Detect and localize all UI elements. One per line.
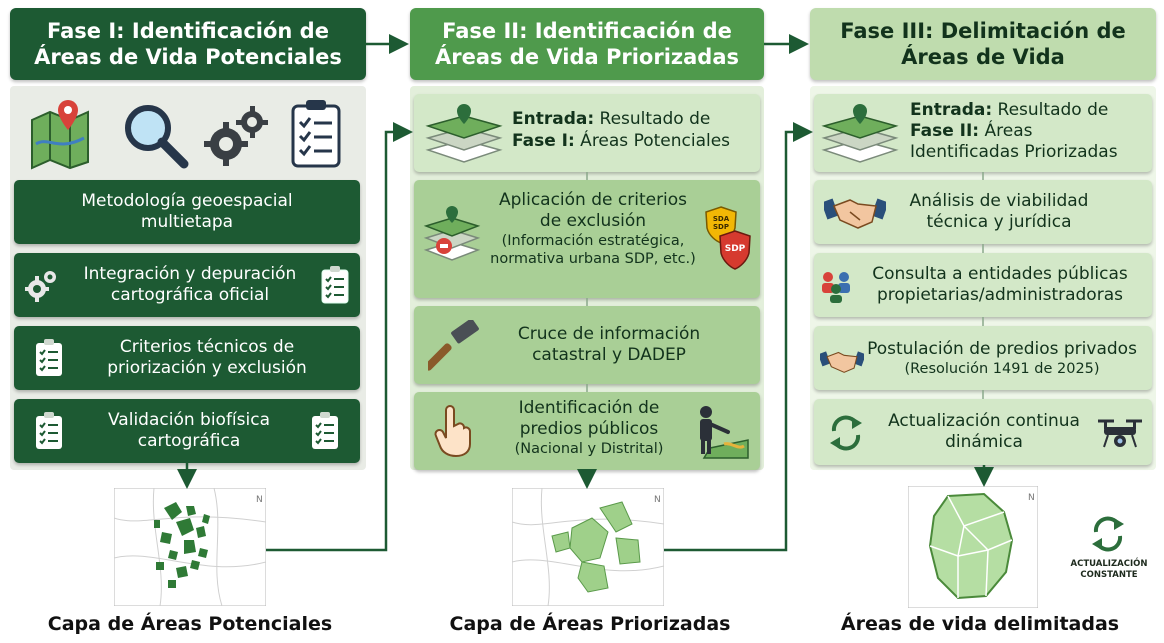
step-line1: Criterios técnicos de: [119, 337, 295, 357]
people-group-icon: [822, 272, 850, 303]
step-line2: propietarias/administradoras: [877, 285, 1123, 305]
phase3-input-box: Entrada: Resultado de Fase II: Áreas Ide…: [814, 94, 1152, 172]
phase2-caption: Capa de Áreas Priorizadas: [449, 613, 731, 635]
refresh-icon: [1092, 516, 1124, 552]
phase3-caption: Áreas de vida delimitadas: [840, 613, 1120, 635]
step-line1: Consulta a entidades públicas: [872, 264, 1128, 284]
pointer-hand-icon: [434, 405, 471, 458]
entry-text: Identificadas Priorizadas: [910, 142, 1118, 162]
phase2-title-line1: Fase II: Identificación de: [442, 19, 732, 43]
entry-label: Entrada:: [910, 100, 993, 120]
step-line1: Metodología geoespacial: [81, 191, 293, 211]
entry-text: Resultado de: [992, 100, 1109, 120]
badge-sdp-label: SDP: [724, 244, 746, 254]
step-line2: catastral y DADEP: [532, 345, 686, 365]
step-sub1: (Nacional y Distrital): [514, 441, 664, 457]
badge-sda-label: SDA SDP: [712, 215, 730, 231]
phase1-title-line1: Fase I: Identificación de: [47, 19, 329, 43]
map-pin-icon: [31, 100, 89, 170]
entry-text: Áreas: [979, 121, 1033, 141]
step-line2: cartográfica oficial: [110, 285, 270, 305]
step-line2: cartográfica: [137, 431, 241, 451]
arrow-map1-to-phase2: [266, 122, 413, 552]
refresh-icon: [830, 415, 862, 451]
svg-text:N: N: [1028, 493, 1035, 503]
step-line1: Identificación de: [518, 398, 660, 418]
step-line2: multietapa: [140, 212, 234, 232]
prioritized-areas-map: N: [512, 488, 664, 606]
shield-icon: [719, 230, 751, 270]
entry-label: Entrada:: [512, 109, 595, 129]
svg-text:N: N: [654, 495, 661, 505]
layers-icon: [425, 104, 503, 163]
entry-phase: Fase I:: [512, 131, 575, 151]
step-line1: Aplicación de criterios: [498, 190, 688, 210]
constant-update-label: ACTUALIZACIÓN CONSTANTE: [1066, 559, 1152, 581]
step-line2: dinámica: [945, 432, 1023, 452]
step-sub1: (Resolución 1491 de 2025): [904, 360, 1100, 377]
phase3-title-line1: Fase III: Delimitación de: [840, 19, 1126, 43]
step-line2: priorización y exclusión: [107, 358, 307, 378]
delimited-areas-map: N: [908, 486, 1038, 608]
step-line1: Actualización continua: [888, 411, 1080, 431]
gears-icon: [204, 106, 268, 166]
hammer-icon: [428, 320, 479, 371]
step-line2: predios públicos: [519, 419, 659, 439]
step-line1: Cruce de información: [517, 324, 701, 344]
step-line1: Validación biofísica: [108, 410, 270, 430]
phase1-caption: Capa de Áreas Potenciales: [47, 613, 333, 635]
handshake-icon: [820, 351, 864, 373]
phase2-step-public-properties: Identificación de predios públicos (Naci…: [414, 392, 760, 470]
checklist-icon: [291, 100, 341, 168]
gears-icon: [25, 271, 56, 302]
phase2-step-exclusion-criteria: Aplicación de criterios de exclusión (In…: [414, 180, 760, 298]
magnifier-icon: [125, 105, 189, 169]
svg-text:N: N: [256, 495, 263, 505]
step-line1: Análisis de viabilidad: [909, 191, 1089, 211]
person-map-icon: [700, 406, 749, 459]
step-sub2: normativa urbana SDP, etc.): [490, 251, 696, 267]
checklist-icon: [36, 412, 62, 449]
checklist-icon: [312, 412, 338, 449]
step-line1: Integración y depuración: [83, 264, 297, 284]
entry-phase: Fase II:: [910, 121, 980, 141]
constant-update-line2: CONSTANTE: [1080, 570, 1138, 580]
shield-badges: SDA SDP SDP: [704, 206, 754, 276]
phase3-step-private-properties: Postulación de predios privados(Resoluci…: [814, 326, 1152, 390]
checklist-icon: [321, 266, 349, 304]
step-line2: técnica y jurídica: [926, 212, 1072, 232]
step-line2: de exclusión: [539, 211, 647, 231]
arrow-map2-to-phase3: [664, 122, 813, 552]
layers-exclusion-icon: [423, 206, 481, 261]
entry-text: Áreas Potenciales: [574, 131, 731, 151]
step-line1: Postulación de predios privados: [867, 338, 1137, 359]
constant-update-line1: ACTUALIZACIÓN: [1070, 559, 1148, 569]
potential-areas-map: N: [114, 488, 266, 606]
step-sub1: (Información estratégica,: [501, 233, 685, 249]
phase1-title-line2: Áreas de Vida Potenciales: [34, 45, 342, 69]
phase2-title-line2: Áreas de Vida Priorizadas: [434, 45, 740, 69]
entry-text: Resultado de: [594, 109, 711, 129]
handshake-icon: [824, 198, 886, 229]
phase2-input-box: Entrada: Resultado de Fase I: Áreas Pote…: [414, 94, 760, 172]
checklist-icon: [36, 339, 62, 376]
phase3-title-line2: Áreas de Vida: [901, 45, 1065, 69]
layers-icon: [821, 104, 899, 163]
drone-icon: [1098, 419, 1142, 448]
